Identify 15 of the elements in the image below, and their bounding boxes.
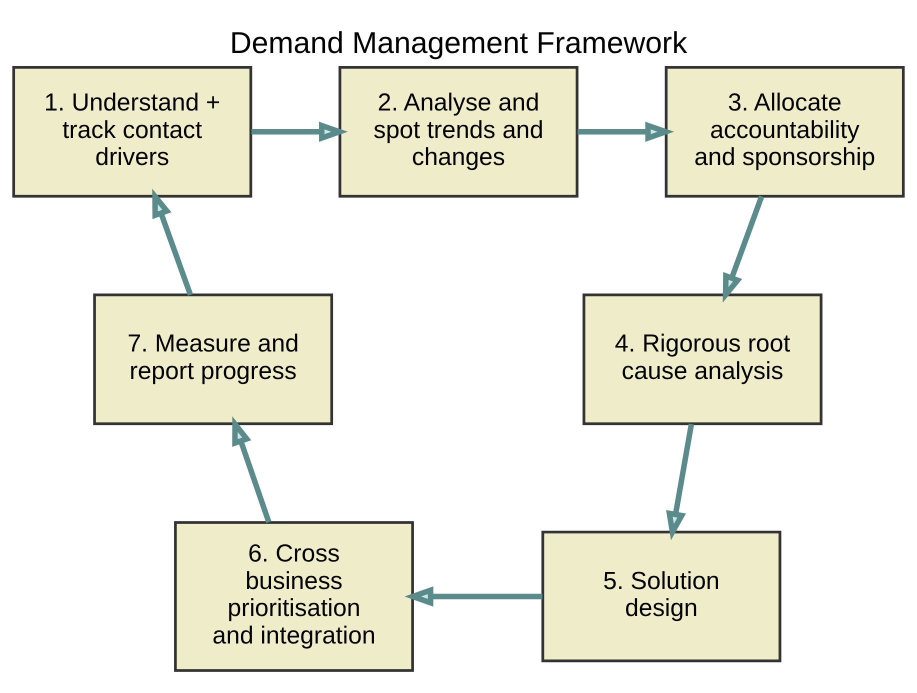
node-box: 3. Allocate accountability and sponsorship <box>664 65 905 198</box>
node-box: 5. Solution design <box>541 530 782 662</box>
arrow <box>232 416 272 522</box>
arrow <box>251 121 348 142</box>
node-box: 4. Rigorous root cause analysis <box>582 293 822 425</box>
arrow <box>722 194 764 302</box>
node-box: 2. Analyse and spot trends and changes <box>338 65 578 198</box>
node-box: 1. Understand + track contact drivers <box>12 65 252 198</box>
diagram-title: Demand Management Framework <box>230 26 688 60</box>
node-box: 6. Cross business prioritisation and integration <box>174 520 414 672</box>
arrow <box>666 423 694 540</box>
arrow <box>578 121 674 142</box>
arrow <box>404 586 542 606</box>
arrow <box>152 188 193 296</box>
node-box: 7. Measure and report progress <box>93 293 334 425</box>
